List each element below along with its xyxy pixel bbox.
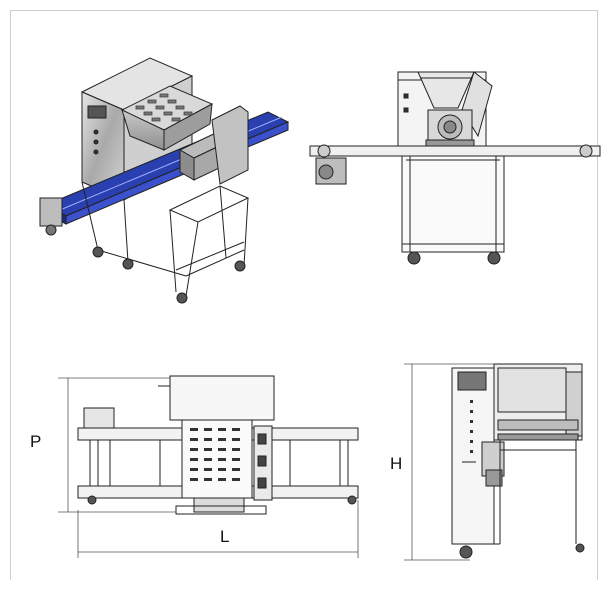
machine-isometric-view bbox=[39, 57, 290, 304]
machine-top-view bbox=[58, 375, 359, 558]
machine-front-view bbox=[309, 71, 601, 265]
control-screen-icon bbox=[87, 105, 107, 119]
sheet-top-border bbox=[10, 10, 598, 11]
depth-label: P bbox=[30, 432, 42, 451]
height-label: H bbox=[390, 454, 403, 473]
control-screen-icon bbox=[457, 371, 487, 391]
sheet-left-border bbox=[10, 10, 11, 580]
machine-side-view bbox=[404, 363, 585, 561]
sheet-right-border bbox=[597, 10, 598, 580]
length-label: L bbox=[220, 527, 230, 546]
